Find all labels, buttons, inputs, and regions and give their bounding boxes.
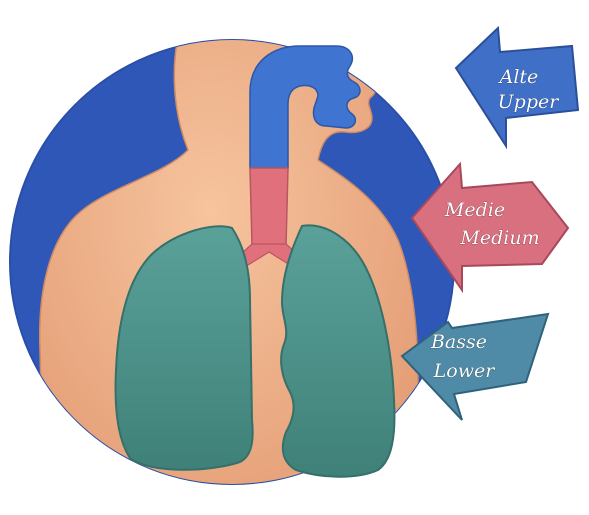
- arrow-upper: Alte Upper: [456, 28, 578, 146]
- arrow-medium-label-line1: Medie: [444, 199, 505, 221]
- arrow-medium-label-line2: Medium: [459, 227, 539, 249]
- arrow-lower-label-line2: Lower: [433, 360, 497, 382]
- arrow-upper-label-line1: Alte: [498, 66, 539, 88]
- trachea: [250, 168, 288, 246]
- arrow-upper-label-line2: Upper: [498, 91, 561, 113]
- arrow-lower-label-line1: Basse: [430, 331, 487, 353]
